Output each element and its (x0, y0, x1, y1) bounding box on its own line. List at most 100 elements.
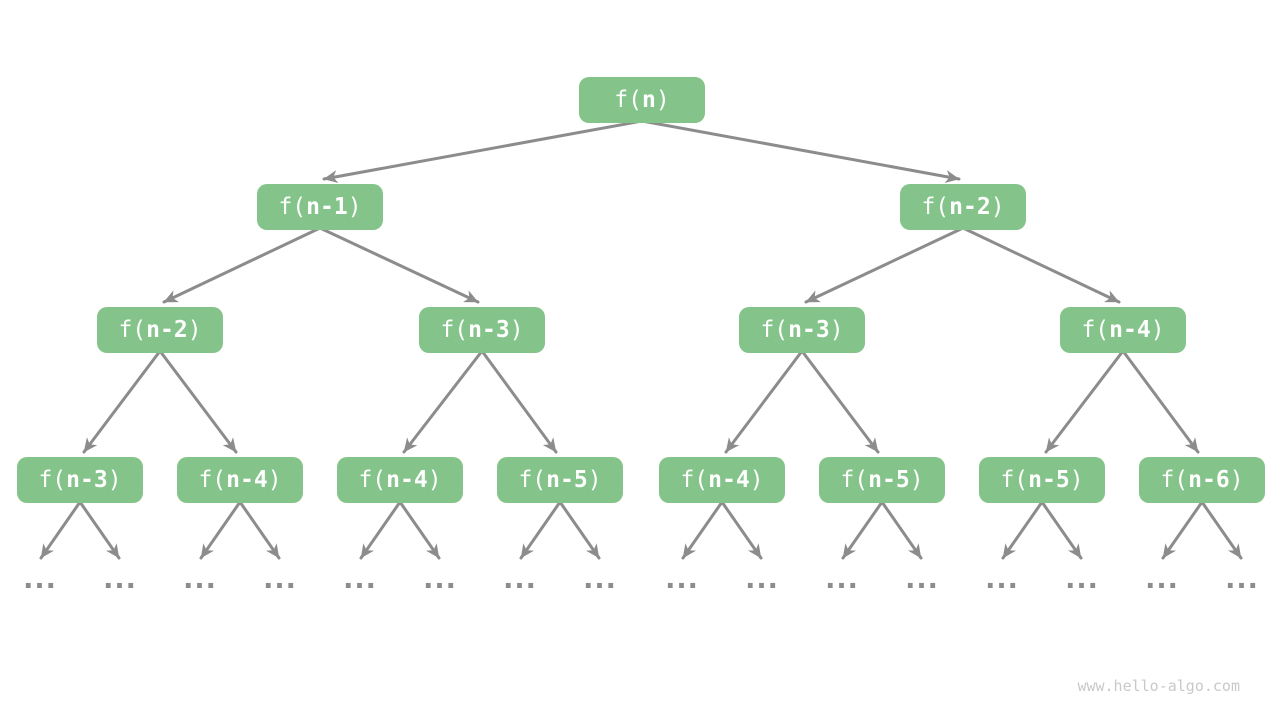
node-label-close: ) (1229, 466, 1244, 493)
node-label-arg: n-3 (468, 316, 510, 343)
edge-arrow (322, 119, 644, 183)
edge-arrow (39, 500, 82, 560)
edge-arrow (82, 349, 162, 454)
node-label-arg: n-2 (949, 193, 991, 220)
edge-arrow (1121, 349, 1200, 454)
tree-node-n-6: f(n-6) (1139, 457, 1265, 503)
edge-arrow (238, 500, 281, 560)
edge-arrow (681, 500, 724, 560)
node-label-arg: n-4 (1109, 316, 1151, 343)
node-label-open: f( (198, 466, 227, 493)
node-label-arg: n-1 (306, 193, 348, 220)
tree-node-n-4: f(n-4) (337, 457, 463, 503)
node-label-close: ) (509, 316, 524, 343)
node-label-arg: n-5 (868, 466, 910, 493)
edge-arrow (78, 500, 121, 560)
node-label-open: f( (278, 193, 307, 220)
node-label-arg: n-3 (788, 316, 830, 343)
node-label-close: ) (909, 466, 924, 493)
edge-arrow (1161, 500, 1204, 560)
tree-node-n-3: f(n-3) (739, 307, 865, 353)
edge-arrow (1001, 500, 1044, 560)
edge-arrow (724, 349, 804, 454)
ellipsis-label: ... (985, 564, 1019, 595)
edge-arrow (640, 119, 961, 183)
edge-arrow (519, 500, 562, 560)
node-label-close: ) (1069, 466, 1084, 493)
ellipsis-label: ... (263, 564, 297, 595)
node-label-close: ) (187, 316, 202, 343)
node-label-arg: n-2 (146, 316, 188, 343)
edge-arrow (158, 349, 238, 454)
edge-arrow (880, 500, 923, 560)
node-label-close: ) (427, 466, 442, 493)
ellipsis-label: ... (1145, 564, 1179, 595)
node-label-arg: n-6 (1188, 466, 1230, 493)
ellipsis-label: ... (1225, 564, 1259, 595)
node-label-open: f( (1000, 466, 1029, 493)
ellipsis-label: ... (665, 564, 699, 595)
edge-arrow (359, 500, 402, 560)
edge-arrow (800, 349, 880, 454)
node-label-open: f( (760, 316, 789, 343)
node-label-open: f( (1081, 316, 1110, 343)
ellipsis-label: ... (745, 564, 779, 595)
ellipsis-label: ... (343, 564, 377, 595)
node-label-close: ) (1150, 316, 1165, 343)
watermark: www.hello-algo.com (1077, 677, 1240, 695)
node-label-arg: n-3 (66, 466, 108, 493)
node-label-arg: n-4 (708, 466, 750, 493)
node-label-arg: n-5 (546, 466, 588, 493)
ellipsis-label: ... (423, 564, 457, 595)
edge-arrow (318, 226, 480, 304)
edge-arrow (1044, 349, 1125, 454)
edge-arrow (1200, 500, 1243, 560)
ellipsis-label: ... (23, 564, 57, 595)
node-label-open: f( (358, 466, 387, 493)
node-label-close: ) (990, 193, 1005, 220)
edge-arrow (199, 500, 242, 560)
tree-node-n-2: f(n-2) (900, 184, 1026, 230)
edge-arrow (162, 226, 322, 304)
node-label-arg: n-5 (1028, 466, 1070, 493)
tree-node-n-3: f(n-3) (419, 307, 545, 353)
node-label-arg: n (641, 86, 656, 113)
edge-arrow (402, 349, 484, 454)
tree-node-n-3: f(n-3) (17, 457, 143, 503)
edge-arrow (480, 349, 558, 454)
edge-arrow (841, 500, 884, 560)
node-label-close: ) (587, 466, 602, 493)
ellipsis-label: ... (503, 564, 537, 595)
edge-arrow (961, 226, 1121, 304)
tree-node-n-5: f(n-5) (497, 457, 623, 503)
node-label-open: f( (118, 316, 147, 343)
node-label-close: ) (347, 193, 362, 220)
edge-arrow (398, 500, 441, 560)
tree-node-n-2: f(n-2) (97, 307, 223, 353)
tree-node-n-4: f(n-4) (1060, 307, 1186, 353)
tree-node-n-5: f(n-5) (979, 457, 1105, 503)
node-label-open: f( (680, 466, 709, 493)
tree-node-n-4: f(n-4) (177, 457, 303, 503)
node-label-arg: n-4 (226, 466, 268, 493)
ellipsis-label: ... (583, 564, 617, 595)
node-label-close: ) (107, 466, 122, 493)
edge-arrow (1040, 500, 1083, 560)
node-label-open: f( (614, 86, 642, 113)
node-label-close: ) (749, 466, 764, 493)
node-label-open: f( (440, 316, 469, 343)
node-label-open: f( (518, 466, 547, 493)
node-label-open: f( (38, 466, 67, 493)
edge-arrow (720, 500, 763, 560)
tree-node-n-1: f(n-1) (257, 184, 383, 230)
edge-arrow (558, 500, 601, 560)
node-label-close: ) (267, 466, 282, 493)
ellipsis-label: ... (825, 564, 859, 595)
edge-arrow (804, 226, 965, 304)
ellipsis-label: ... (1065, 564, 1099, 595)
ellipsis-label: ... (905, 564, 939, 595)
node-label-close: ) (829, 316, 844, 343)
node-label-arg: n-4 (386, 466, 428, 493)
